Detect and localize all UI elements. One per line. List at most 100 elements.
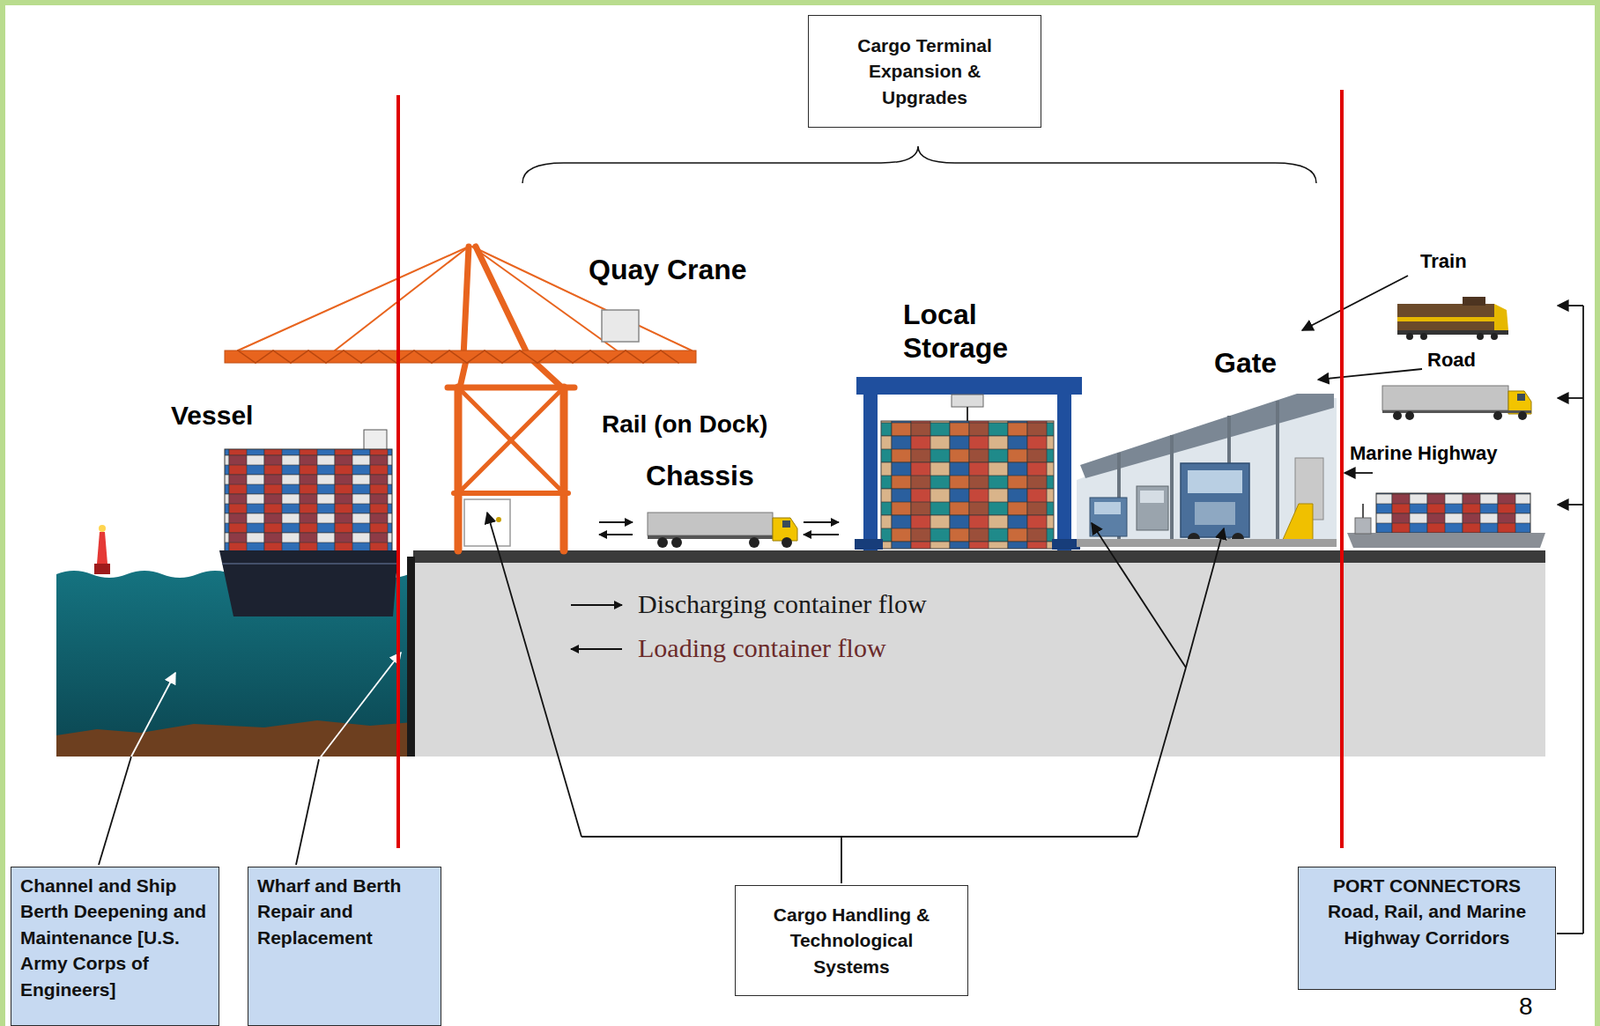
rtg-crane-storage-part [856,377,1082,395]
train-part [1490,333,1498,341]
connector-bracket [1556,305,1584,934]
box-text: Cargo Handling & Technological Systems [759,902,945,980]
quay-crane-part [601,310,639,342]
rtg-crane-storage-part [881,421,1054,549]
gate-complex-part [1076,398,1337,547]
leader-lines-part [1137,667,1186,838]
gate-complex-part [1187,470,1243,494]
container-barge-part [1376,493,1531,534]
connector-bracket-part [1557,503,1584,506]
leader-lines [98,275,1423,884]
legend-text: Loading container flow [637,632,887,665]
component-label: Local Storage [903,297,1053,366]
rtg-crane-storage-part [854,539,883,550]
dock-part [407,556,415,757]
scope-box: PORT CONNECTORSRoad, Rail, and Marine Hi… [1297,866,1556,991]
road-truck-part [1517,393,1526,401]
train-part [1406,333,1414,341]
quay-crane-part [463,246,469,357]
chassis-truck-part [781,537,793,549]
train-part [1420,333,1428,341]
leader-lines-part [1091,523,1186,668]
boundary-lines-part [1340,89,1344,849]
connector-bracket-part [1582,305,1585,934]
road-truck-part [1382,410,1532,414]
vessel [219,429,399,617]
rtg-crane-storage-part [951,394,984,408]
vessel-part [219,550,399,617]
scope-box: Cargo Handling & Technological Systems [734,885,969,997]
leader-lines-part [1185,528,1224,668]
chassis-truck-part [772,518,798,541]
component-label: Vessel [170,400,253,432]
rtg-crane-storage-part [966,407,969,422]
quay-crane-part [237,350,679,363]
connector-label: Train [1420,250,1467,273]
gate-complex-part [1094,502,1121,515]
connector-bracket-part [1557,304,1584,307]
leader-lines-part [98,756,132,866]
quay-crane [224,246,697,551]
buoy [94,525,111,575]
boundary-lines-part [396,95,400,849]
quay-crane-part [496,517,502,523]
water-part [56,720,414,757]
container-barge-part [1347,533,1546,549]
connector-label: Road [1427,348,1476,371]
terminal-brace-part [522,146,1317,184]
leader-lines-part [1344,472,1373,475]
gate-complex-part [1136,486,1169,531]
legend-samples-part [570,604,623,607]
chassis-truck [647,512,798,549]
box-text: Wharf and Berth Repair and Replacement [257,873,432,951]
flow-double-arrows-part [803,521,839,524]
vessel-part [363,429,387,452]
road-truck [1382,385,1532,421]
gate-complex-part [1076,539,1337,548]
quay-crane-part [334,246,469,351]
leader-lines-part [318,652,401,760]
component-label: Chassis [645,459,755,493]
gate-complex-part [1140,490,1164,504]
gate-complex-part [1275,400,1280,542]
connector-label: Marine Highway [1349,442,1497,465]
gate-complex [1076,393,1337,548]
legend-text: Discharging container flow [637,588,927,621]
train-part [1494,303,1509,331]
road-truck-part [1392,411,1402,421]
connector-bracket-part [1556,933,1584,935]
gate-complex-part [1089,497,1127,537]
chassis-truck-part [748,537,760,549]
train-part [1476,333,1484,341]
quay-crane-part [458,387,564,494]
train-part [1462,296,1486,306]
vessel-part [224,449,393,552]
gate-complex-part [1281,503,1313,542]
train-part [1397,317,1495,322]
quay-crane-part [237,246,469,351]
component-label: Gate [1214,347,1277,380]
leader-lines-part [296,759,319,866]
rtg-crane-storage-part [1057,392,1072,551]
gate-complex-part [1170,435,1174,542]
rtg-crane-storage [854,377,1082,551]
dock [407,550,1546,757]
slide-background-part [5,5,1595,1026]
connector-bracket-part [1557,397,1584,400]
page-number: 8 [1518,992,1534,1022]
flow-double-arrows-part [599,521,633,524]
buoy-part [94,563,111,575]
flow-double-arrows-part [803,533,839,536]
component-label: Rail (on Dock) [601,410,768,439]
terminal-brace [522,146,1317,184]
flow-double-arrows [599,522,839,535]
buoy-part [96,532,108,564]
chassis-truck-part [671,537,682,549]
scope-box: Cargo Terminal Expansion & Upgrades [807,14,1042,128]
legend-samples-part [570,648,623,651]
container-barge [1347,493,1546,549]
road-truck-part [1518,411,1527,421]
leader-lines-part [840,837,843,884]
buoy-part [98,525,106,533]
